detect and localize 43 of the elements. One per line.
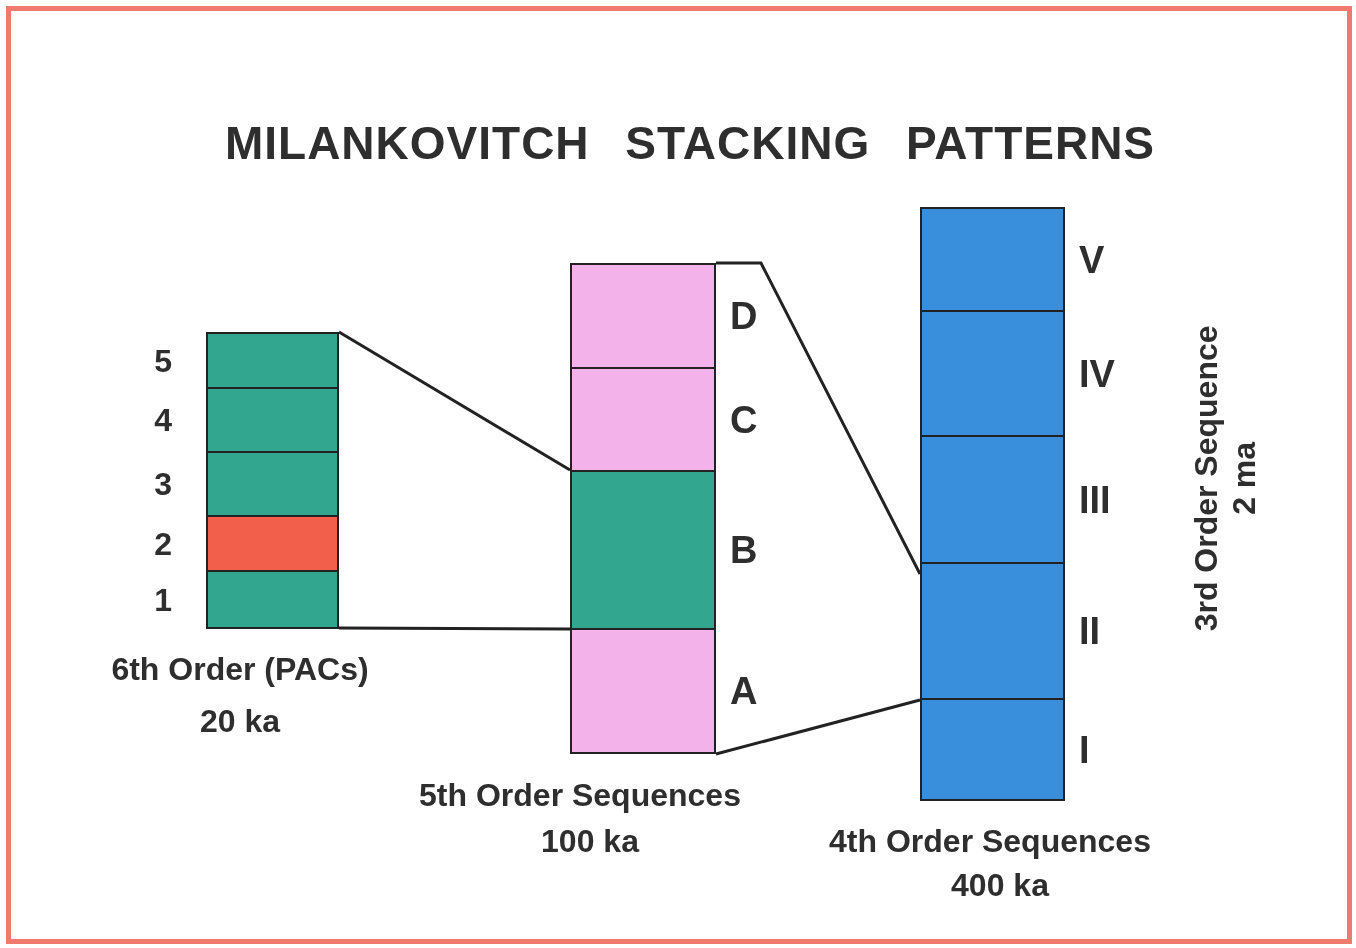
layer-label: 2 — [154, 527, 172, 560]
layer-label: C — [730, 400, 758, 439]
layer-label: II — [1079, 612, 1101, 650]
layer-label: 1 — [154, 583, 172, 616]
layer-label: 4 — [154, 404, 172, 436]
layer-label: 3 — [154, 468, 172, 500]
layer-label: B — [730, 531, 758, 569]
layer-box — [570, 470, 716, 630]
layer-label: 5 — [154, 344, 172, 377]
layer-label: V — [1079, 240, 1105, 279]
layer-box — [206, 451, 339, 517]
layer-box — [206, 570, 339, 629]
layer-box — [920, 207, 1065, 312]
layer-box — [570, 263, 716, 369]
duration-label: 20 ka — [198, 702, 282, 741]
column-caption: 6th Order (PACs) — [110, 650, 370, 689]
layer-label: III — [1079, 480, 1111, 519]
correlation-line — [338, 330, 571, 472]
rotated-label: 3rd Order Sequence — [1186, 324, 1225, 634]
layer-box — [920, 435, 1065, 564]
correlation-line — [716, 261, 922, 575]
column-caption: 4th Order Sequences — [828, 822, 1152, 861]
stratigraphic-column — [206, 332, 339, 629]
rotated-label: 2 ma — [1225, 440, 1263, 517]
layer-box — [206, 332, 339, 389]
layer-box — [920, 698, 1065, 801]
layer-label: D — [730, 297, 758, 335]
layer-label: IV — [1079, 354, 1115, 393]
correlation-line — [715, 698, 921, 756]
layer-box — [206, 387, 339, 453]
correlation-line — [339, 626, 570, 631]
stratigraphic-column — [570, 263, 716, 754]
layer-box — [920, 562, 1065, 700]
layer-box — [206, 515, 339, 572]
layer-box — [920, 310, 1065, 437]
layer-box — [570, 367, 716, 472]
layer-label: A — [730, 672, 758, 710]
layer-box — [570, 628, 716, 754]
stratigraphic-column — [920, 207, 1065, 801]
duration-label: 400 ka — [950, 866, 1051, 905]
column-caption: 5th Order Sequences — [418, 776, 742, 815]
diagram-title: MILANKOVITCH STACKING PATTERNS — [223, 116, 1157, 170]
layer-label: I — [1079, 730, 1090, 769]
